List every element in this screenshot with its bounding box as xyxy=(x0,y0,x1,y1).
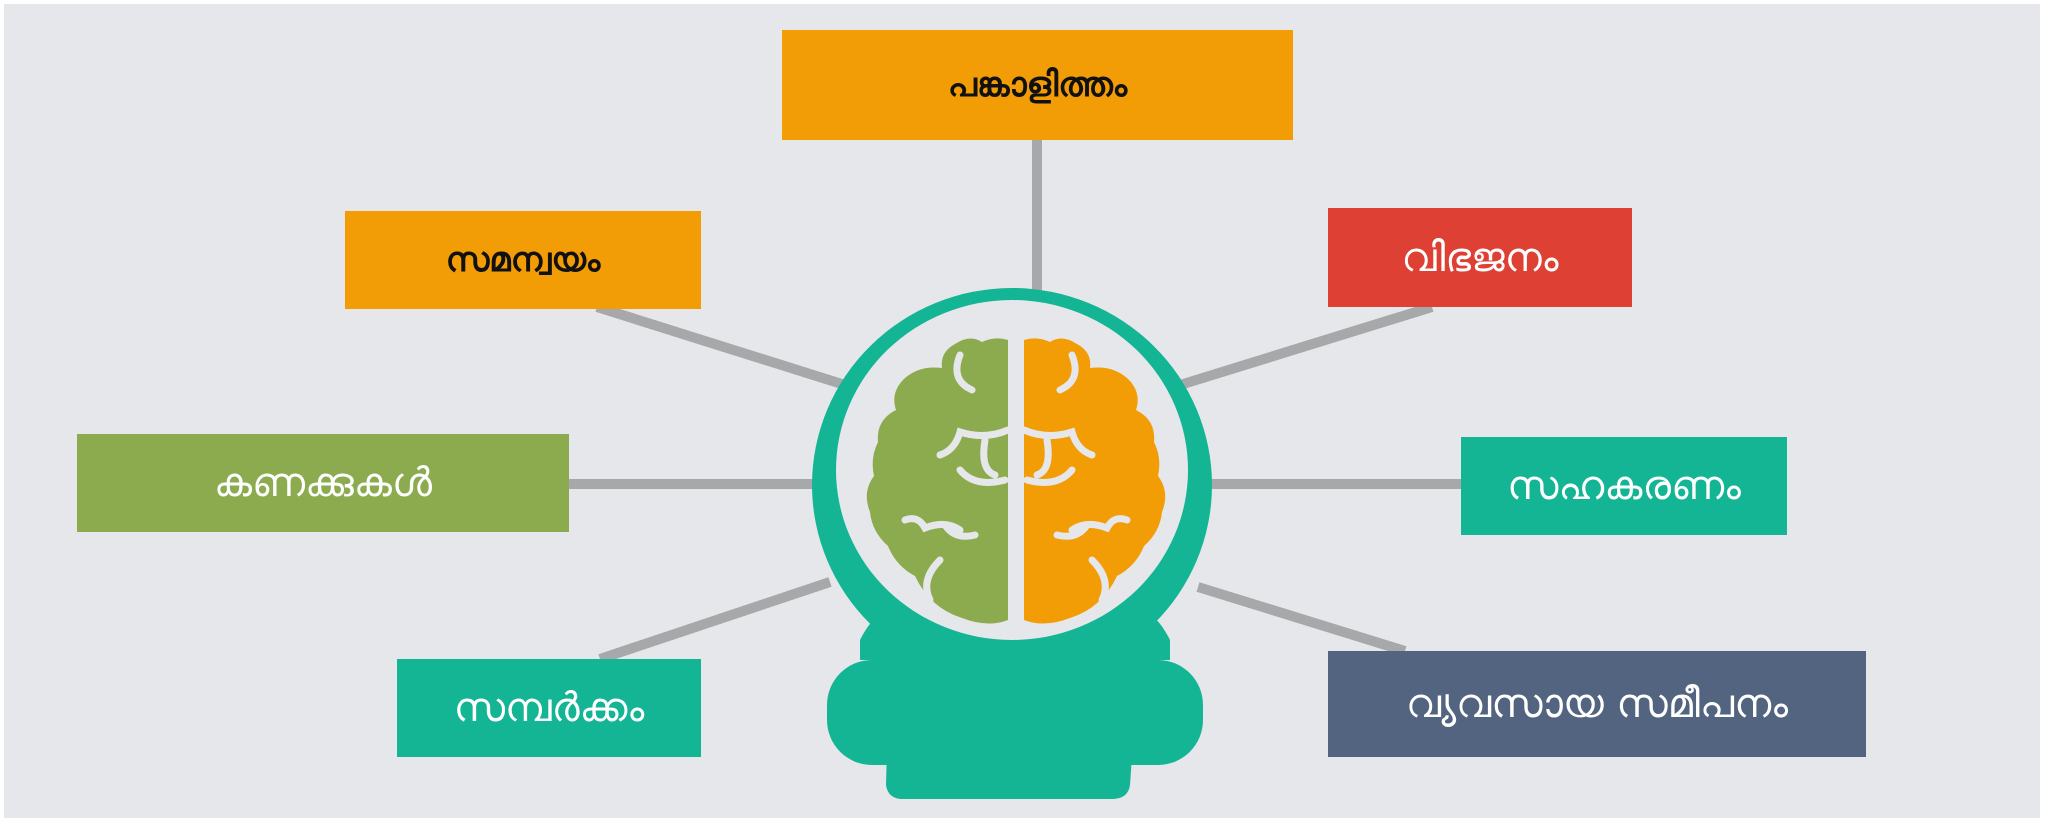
node-bottom-left: സമ്പർക്കം xyxy=(397,659,701,757)
node-middle-left-label: കണക്കുകൾ xyxy=(213,460,433,506)
node-top-left: സമന്വയം xyxy=(345,211,701,309)
brain-left-hemisphere xyxy=(866,338,1008,624)
node-bottom-right-label: വ്യവസായ സമീപനം xyxy=(1406,681,1788,727)
node-top: പങ്കാളിത്തം xyxy=(782,30,1293,140)
node-bottom-right: വ്യവസായ സമീപനം xyxy=(1328,651,1866,757)
node-top-right: വിഭജനം xyxy=(1328,208,1632,307)
node-top-label: പങ്കാളിത്തം xyxy=(947,65,1128,105)
node-middle-right-label: സഹകരണം xyxy=(1507,463,1741,509)
connector-bottom-right xyxy=(1196,582,1407,656)
connector-bottom-left xyxy=(598,577,832,664)
node-top-right-label: വിഭജനം xyxy=(1401,234,1559,281)
connector-top-right xyxy=(1178,302,1434,390)
node-bottom-left-label: സമ്പർക്കം xyxy=(453,685,645,731)
node-top-left-label: സമന്വയം xyxy=(445,240,601,280)
neck-shape xyxy=(886,640,1140,799)
brain-right-hemisphere xyxy=(1024,338,1166,624)
brain-folds xyxy=(901,351,1131,604)
node-middle-right: സഹകരണം xyxy=(1461,437,1787,535)
node-middle-left: കണക്കുകൾ xyxy=(77,434,569,532)
connector-top-left xyxy=(595,302,847,390)
